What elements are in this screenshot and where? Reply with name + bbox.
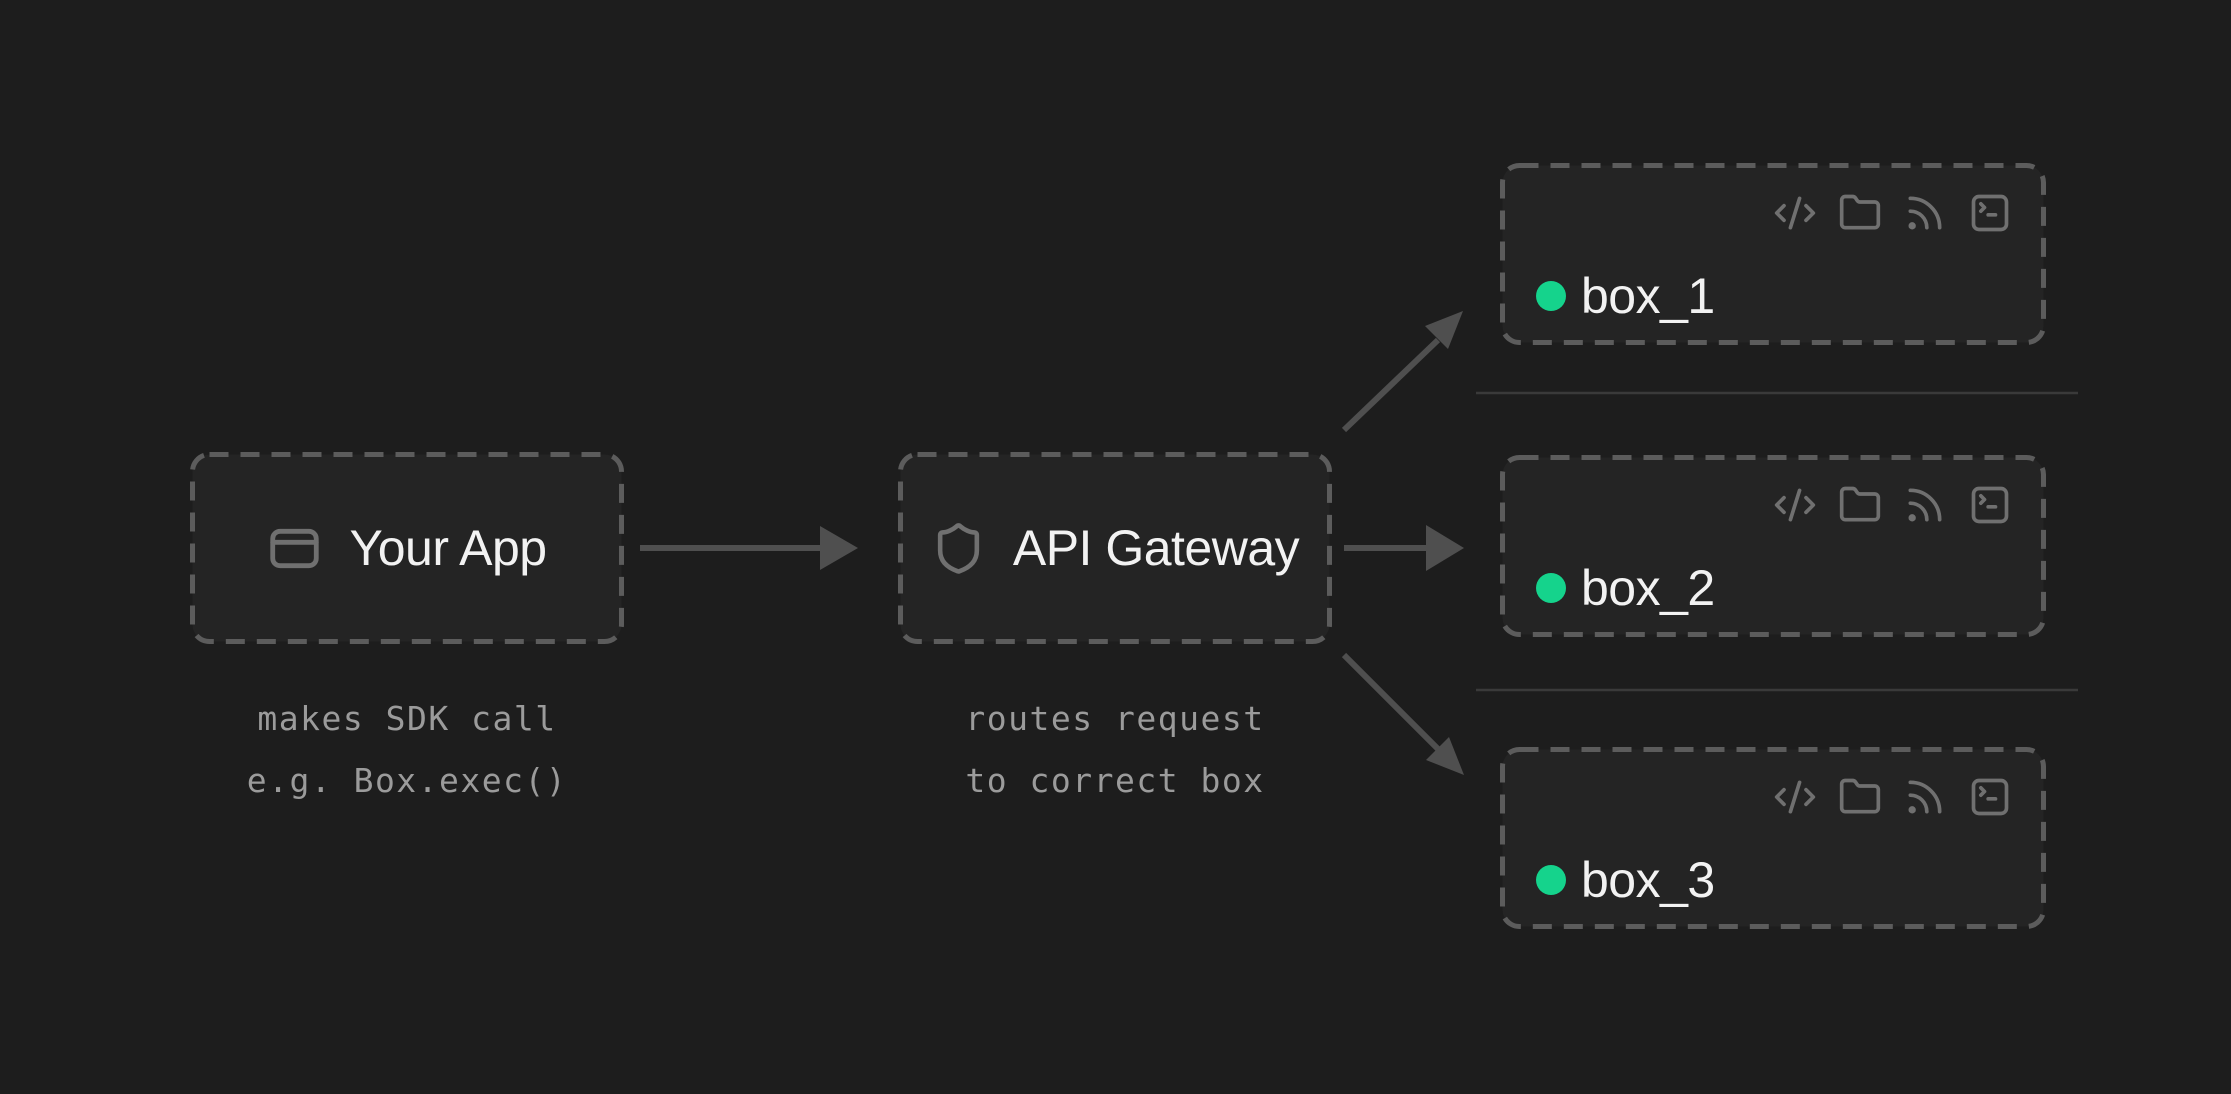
- box-node-3: box_3: [1500, 747, 2046, 929]
- box-3-status-row: box_3: [1536, 851, 1715, 909]
- box-1-toolbar: [1773, 191, 2012, 235]
- status-dot: [1536, 281, 1566, 311]
- box-2-status-row: box_2: [1536, 559, 1715, 617]
- code-icon: [1774, 196, 1816, 230]
- code-icon: [1774, 488, 1816, 522]
- gateway-caption-line-2: to correct box: [965, 761, 1265, 800]
- box-2-border: [1500, 455, 2046, 637]
- rss-icon: [1908, 488, 1942, 522]
- rss-icon: [1908, 780, 1942, 814]
- arrow-gateway-to-box-3: [1341, 652, 1464, 775]
- gateway-node-content: API Gateway: [898, 452, 1332, 644]
- terminal-icon: [1971, 194, 2009, 232]
- app-caption-line-1: makes SDK call: [257, 699, 557, 738]
- folder-icon: [1839, 194, 1881, 230]
- box-1-border: [1500, 163, 2046, 345]
- terminal-icon: [1971, 778, 2009, 816]
- gateway-caption: routes request to correct box: [898, 688, 1332, 812]
- app-caption: makes SDK call e.g. Box.exec(): [190, 688, 624, 812]
- rss-icon: [1908, 196, 1942, 230]
- folder-icon: [1839, 778, 1881, 814]
- gateway-caption-line-1: routes request: [965, 699, 1265, 738]
- arrow-gateway-to-box-1: [1341, 311, 1463, 433]
- gateway-node: API Gateway: [898, 452, 1332, 644]
- app-node-content: Your App: [190, 452, 624, 644]
- box-3-label: box_3: [1581, 852, 1715, 908]
- status-dot: [1536, 865, 1566, 895]
- box-2-toolbar: [1773, 483, 2012, 527]
- box-2-label: box_2: [1581, 560, 1715, 616]
- arrow-gateway-to-box-2: [1344, 525, 1464, 571]
- box-3-toolbar: [1773, 775, 2012, 819]
- gateway-node-border: [898, 452, 1332, 644]
- terminal-icon: [1971, 486, 2009, 524]
- app-node-label: Your App: [349, 520, 547, 576]
- box-1-label: box_1: [1581, 268, 1715, 324]
- shield-icon: [937, 522, 979, 574]
- arrow-app-to-gateway: [640, 526, 858, 570]
- app-caption-line-2: e.g. Box.exec(): [246, 761, 568, 800]
- box-node-1: box_1: [1500, 163, 2046, 345]
- status-dot: [1536, 573, 1566, 603]
- box-3-border: [1500, 747, 2046, 929]
- app-window-icon: [270, 528, 320, 568]
- app-node: Your App: [190, 452, 624, 644]
- folder-icon: [1839, 486, 1881, 522]
- gateway-node-label: API Gateway: [1012, 520, 1300, 576]
- app-node-border: [190, 452, 624, 644]
- box-node-2: box_2: [1500, 455, 2046, 637]
- box-1-status-row: box_1: [1536, 267, 1715, 325]
- code-icon: [1774, 780, 1816, 814]
